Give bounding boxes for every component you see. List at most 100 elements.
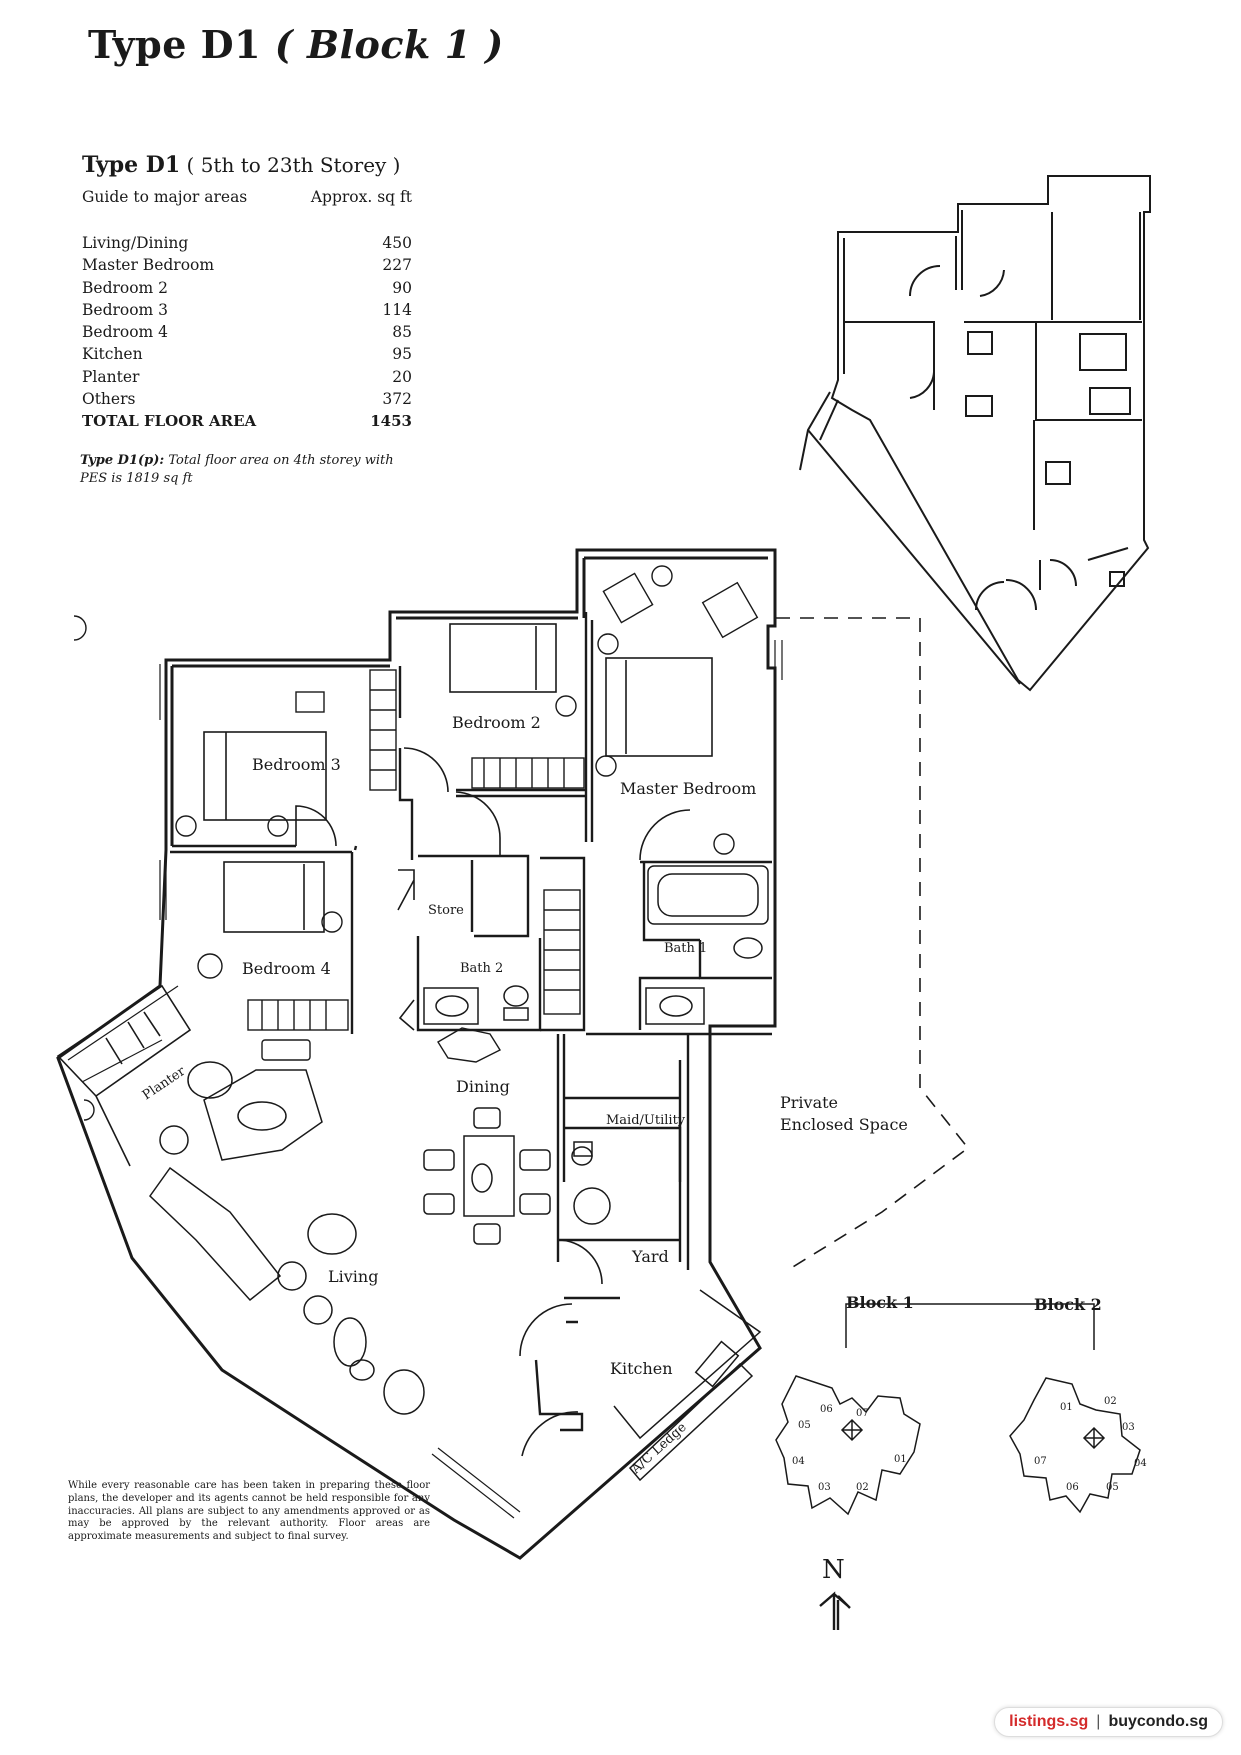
- table-row: Planter 20: [82, 368, 412, 390]
- ac-ledge-outline: [628, 1362, 754, 1482]
- area-name: Master Bedroom: [82, 256, 215, 275]
- bed-bedroom2: [449, 623, 557, 693]
- table-row: Bedroom 3 114: [82, 301, 412, 323]
- title-type: Type D1: [88, 22, 262, 67]
- block1-unit: 07: [856, 1408, 869, 1419]
- wardrobes: [247, 669, 585, 1031]
- beds: [203, 623, 713, 933]
- unit-thumbnail-plan: [799, 175, 1151, 692]
- label-living: Living: [328, 1267, 378, 1286]
- disclaimer-text: While every reasonable care has been tak…: [68, 1480, 430, 1543]
- area-guide-table: Guide to major areas Approx. sq ft Livin…: [82, 188, 412, 435]
- label-store: Store: [428, 903, 464, 918]
- label-bath1: Bath 1: [664, 941, 707, 956]
- bed-bedroom4: [223, 861, 325, 933]
- watermark-separator: |: [1096, 1713, 1101, 1730]
- north-label: N: [822, 1555, 845, 1585]
- label-bedroom2: Bedroom 2: [452, 713, 541, 732]
- block2-unit: 01: [1060, 1402, 1073, 1413]
- table-row: Others 372: [82, 390, 412, 412]
- total-row: TOTAL FLOOR AREA 1453: [82, 412, 412, 434]
- north-arrow: [819, 1591, 851, 1630]
- planter-strip: [56, 984, 192, 1167]
- label-planter: Planter: [140, 1064, 189, 1104]
- area-name: Living/Dining: [82, 234, 189, 252]
- bed-master: [605, 657, 713, 757]
- block2-unit: 03: [1122, 1422, 1135, 1433]
- watermark-buycondo[interactable]: buycondo.sg: [1108, 1713, 1208, 1730]
- area-name: Kitchen: [82, 345, 143, 364]
- label-ac-ledge: A/C Ledge: [628, 1420, 690, 1478]
- label-pes-line1: Private: [780, 1093, 838, 1112]
- block1-unit: 04: [792, 1456, 805, 1467]
- table-row: Master Bedroom 227: [82, 256, 412, 278]
- block2-unit: 05: [1106, 1482, 1119, 1493]
- watermark-badge[interactable]: listings.sg | buycondo.sg: [994, 1707, 1223, 1737]
- bed-bedroom3: [203, 731, 327, 821]
- misc-fixtures: [73, 565, 759, 1121]
- outer-walls: [56, 548, 777, 1560]
- area-name: Others: [82, 390, 136, 409]
- label-pes-line2: Enclosed Space: [780, 1115, 908, 1134]
- interior-walls: [170, 612, 772, 1432]
- block1-unit: 03: [818, 1482, 831, 1493]
- area-value: 85: [392, 323, 412, 342]
- area-value: 20: [392, 367, 412, 386]
- pes-note: Type D1(p): Total floor area on 4th stor…: [80, 452, 410, 487]
- block1-outline: [775, 1375, 921, 1516]
- table-row: Living/Dining 450: [82, 234, 412, 256]
- windows: [67, 640, 783, 1519]
- area-guide-header-row: Guide to major areas Approx. sq ft: [82, 188, 412, 234]
- area-guide-heading: Type D1 ( 5th to 23th Storey ): [82, 152, 401, 178]
- area-value: 90: [392, 278, 412, 297]
- area-value: 372: [382, 390, 412, 409]
- key-block1-label: Block 1: [846, 1293, 914, 1312]
- block2-unit: 02: [1104, 1396, 1117, 1407]
- area-guide-type: Type D1: [82, 152, 181, 178]
- pes-boundary: [776, 617, 970, 1271]
- label-bath2: Bath 2: [460, 961, 503, 976]
- area-value: 95: [392, 345, 412, 364]
- title-block: ( Block 1 ): [274, 22, 504, 67]
- label-yard: Yard: [631, 1247, 669, 1266]
- block2-unit: 04: [1134, 1458, 1147, 1469]
- block2-unit: 07: [1034, 1456, 1047, 1467]
- label-maid-utility: Maid/Utility: [606, 1113, 686, 1128]
- key-plan: [775, 1303, 1141, 1516]
- page-title: Type D1 ( Block 1 ): [88, 22, 504, 67]
- label-dining: Dining: [456, 1077, 510, 1096]
- living-furniture: [149, 1061, 425, 1415]
- block1-unit: 06: [820, 1404, 833, 1415]
- label-master-bedroom: Master Bedroom: [620, 779, 756, 798]
- area-value: 450: [382, 234, 412, 252]
- table-row: Kitchen 95: [82, 345, 412, 367]
- pes-note-label: Type D1(p):: [80, 453, 165, 468]
- label-bedroom4: Bedroom 4: [242, 959, 331, 978]
- area-name: Bedroom 4: [82, 323, 169, 342]
- area-guide-col-right: Approx. sq ft: [310, 188, 412, 206]
- area-name: Bedroom 3: [82, 300, 169, 319]
- pes-note-text: Total floor area on 4th storey with PES …: [80, 453, 394, 486]
- bath-fixtures: [423, 865, 769, 1225]
- block1-unit: 02: [856, 1482, 869, 1493]
- block2-unit: 06: [1066, 1482, 1079, 1493]
- area-name: Planter: [82, 367, 140, 386]
- area-guide-col-left: Guide to major areas: [82, 188, 248, 206]
- block1-unit: 01: [894, 1454, 907, 1465]
- key-plan-labels: Block 1 Block 2 06 07 05 04 03 02 01 01 …: [792, 1293, 1147, 1493]
- area-value: 114: [382, 300, 412, 319]
- watermark-listings[interactable]: listings.sg: [1009, 1713, 1089, 1730]
- area-guide-storey: ( 5th to 23th Storey ): [186, 153, 401, 177]
- label-kitchen: Kitchen: [610, 1359, 673, 1378]
- table-row: Bedroom 4 85: [82, 323, 412, 345]
- table-row: Bedroom 2 90: [82, 279, 412, 301]
- block2-outline: [1009, 1377, 1141, 1514]
- area-value: 227: [382, 256, 412, 275]
- area-name: Bedroom 2: [82, 278, 169, 297]
- room-labels: Bedroom 2 Bedroom 3 Bedroom 4 Master Bed…: [140, 713, 908, 1478]
- door-swings: [295, 747, 691, 1457]
- dining-set: [423, 1107, 551, 1245]
- kitchen-counters: [613, 1289, 762, 1482]
- total-value: 1453: [370, 412, 412, 431]
